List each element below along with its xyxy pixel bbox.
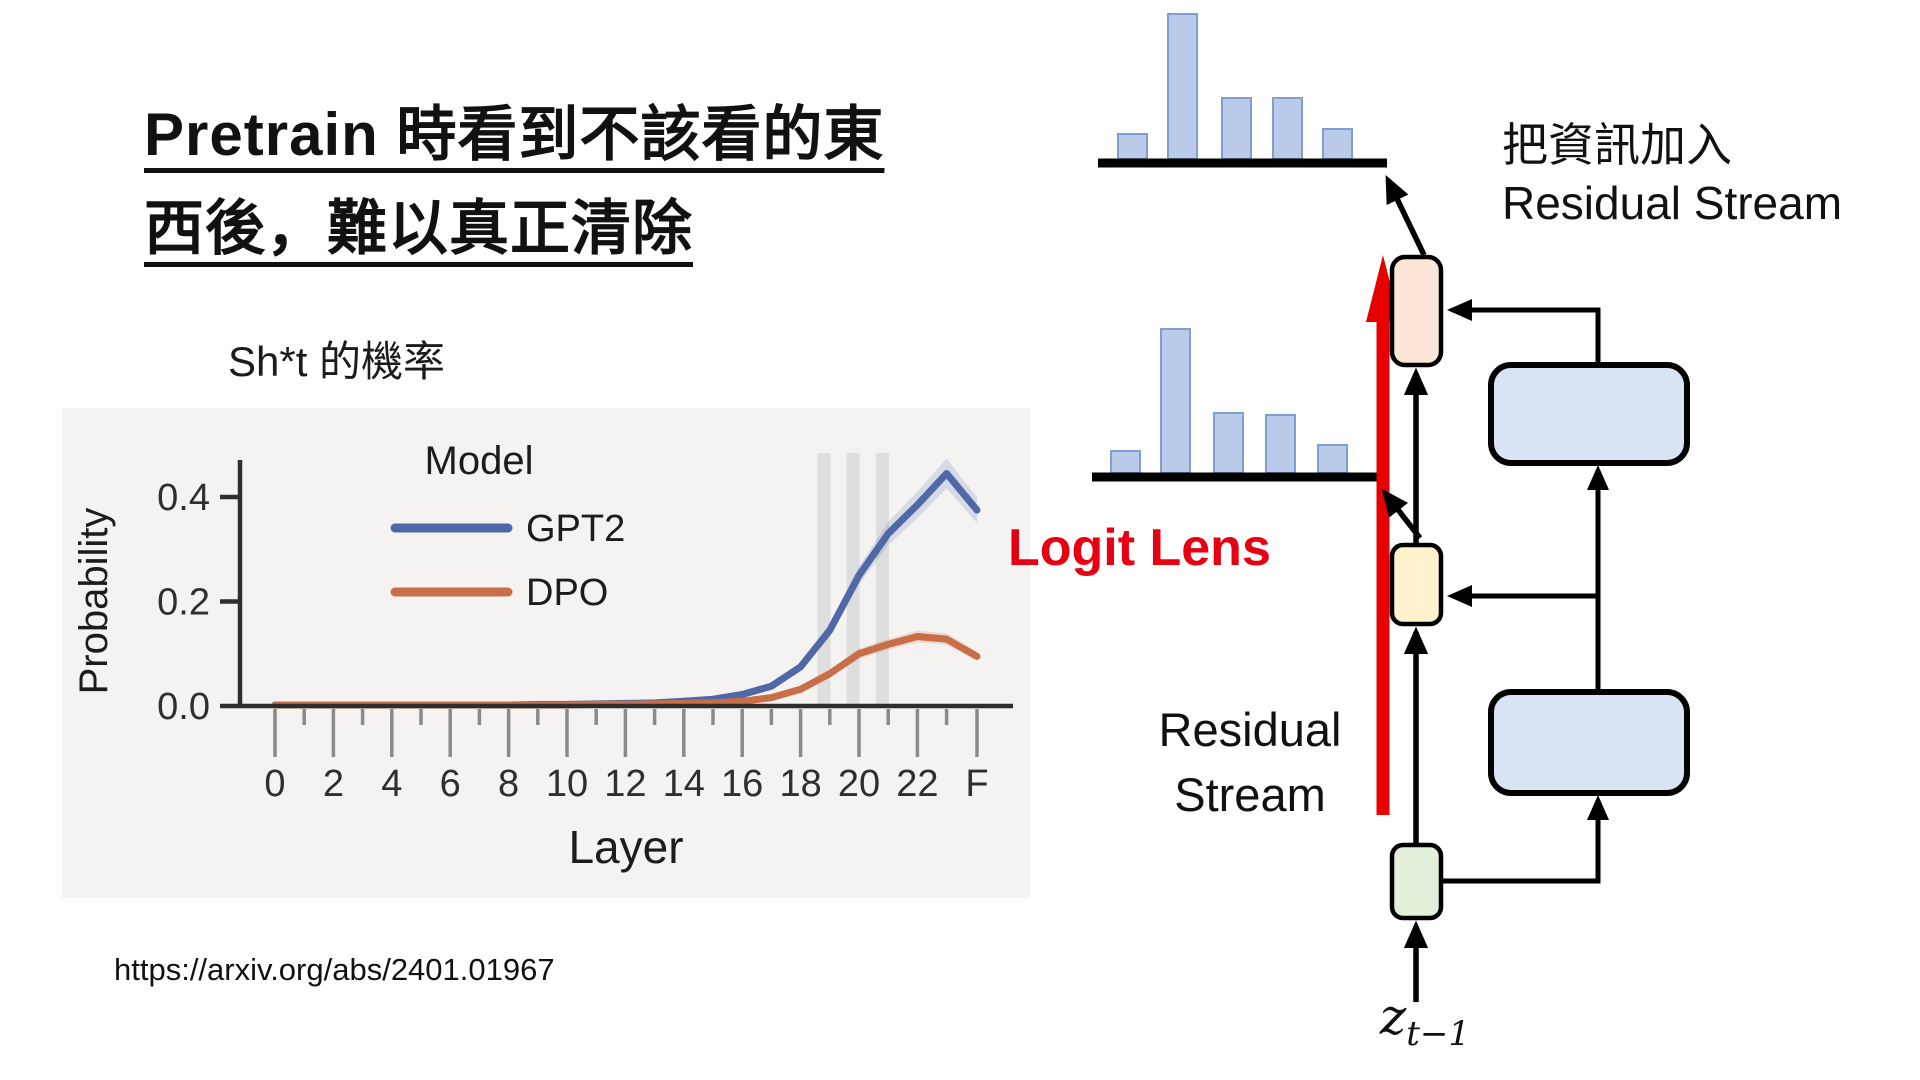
x-tick-label: 6 — [440, 763, 461, 805]
y-tick-label: 0.0 — [157, 686, 210, 728]
transformer-block-upper — [1488, 362, 1690, 466]
x-tick-label: 4 — [381, 763, 402, 805]
x-tick-label: 14 — [663, 763, 705, 805]
distribution-bar — [1265, 414, 1296, 474]
distribution-bar — [1272, 97, 1303, 160]
transformer-block-lower — [1488, 689, 1690, 796]
x-tick-label: 22 — [896, 763, 938, 805]
arrow-yellow-to-mid-distribution — [1381, 488, 1423, 540]
x-tick-label: 0 — [264, 763, 285, 805]
add-info-label: 把資訊加入 Residual Stream — [1502, 116, 1842, 233]
distribution-bar — [1322, 128, 1353, 160]
x-tick-label: 16 — [721, 763, 763, 805]
slide-title: Pretrain 時看到不該看的東 西後，難以真正清除 — [144, 88, 884, 275]
residual-stream-label: Residual Stream — [1120, 698, 1380, 828]
distribution-bar — [1213, 412, 1244, 474]
residual-stream-label-line2: Stream — [1174, 767, 1326, 821]
embedding-box-green — [1389, 842, 1444, 921]
x-tick-label: 20 — [838, 763, 880, 805]
input-token-label: zt−1 — [1360, 988, 1490, 1054]
add-info-line2: Residual Stream — [1502, 177, 1843, 230]
distribution-bar — [1317, 444, 1348, 474]
arrow-pink-to-top-distribution — [1385, 175, 1427, 257]
output-distribution-mid — [1110, 328, 1348, 474]
slide-title-line1: Pretrain 時看到不該看的東 — [144, 101, 885, 168]
distribution-bar — [1160, 328, 1191, 474]
logit-lens-label: Logit Lens — [1008, 519, 1271, 577]
legend-label-gpt2: GPT2 — [526, 508, 625, 550]
output-distribution-top — [1117, 13, 1353, 160]
legend-label-dpo: DPO — [526, 572, 608, 614]
residual-stream-label-line1: Residual — [1158, 703, 1342, 756]
distribution-bar — [1110, 450, 1141, 474]
x-tick-label: 12 — [604, 763, 646, 805]
x-tick-label: 2 — [323, 763, 344, 805]
x-tick-label: 8 — [498, 763, 519, 805]
x-tick-label: 18 — [779, 763, 821, 805]
distribution-bar — [1117, 133, 1148, 160]
slide-title-line2: 西後，難以真正清除 — [144, 194, 693, 262]
chart-caption: Sh*t 的機率 — [228, 338, 446, 385]
legend-title: Model — [425, 439, 534, 483]
y-tick-label: 0.4 — [157, 477, 210, 519]
input-var-subscript: t−1 — [1406, 1014, 1471, 1054]
add-box-pink — [1389, 254, 1444, 368]
source-url: https://arxiv.org/abs/2401.01967 — [114, 952, 555, 987]
highlight-band — [817, 453, 831, 706]
x-axis-title: Layer — [568, 821, 683, 873]
connector-blockA-to-pink — [1447, 299, 1601, 365]
add-box-yellow — [1389, 542, 1444, 627]
highlight-band — [875, 453, 889, 706]
add-info-line1: 把資訊加入 — [1502, 119, 1732, 171]
y-axis-title: Probability — [72, 508, 116, 695]
input-var: z — [1379, 988, 1407, 1046]
distribution-bar — [1167, 13, 1198, 160]
x-tick-label-final: F — [965, 763, 988, 805]
x-tick-label: 10 — [546, 763, 588, 805]
residual-stream-diagram — [1092, 13, 1690, 1002]
distribution-bar — [1221, 97, 1252, 160]
y-tick-label: 0.2 — [157, 582, 210, 624]
connector-green-to-blockB — [1441, 795, 1609, 884]
